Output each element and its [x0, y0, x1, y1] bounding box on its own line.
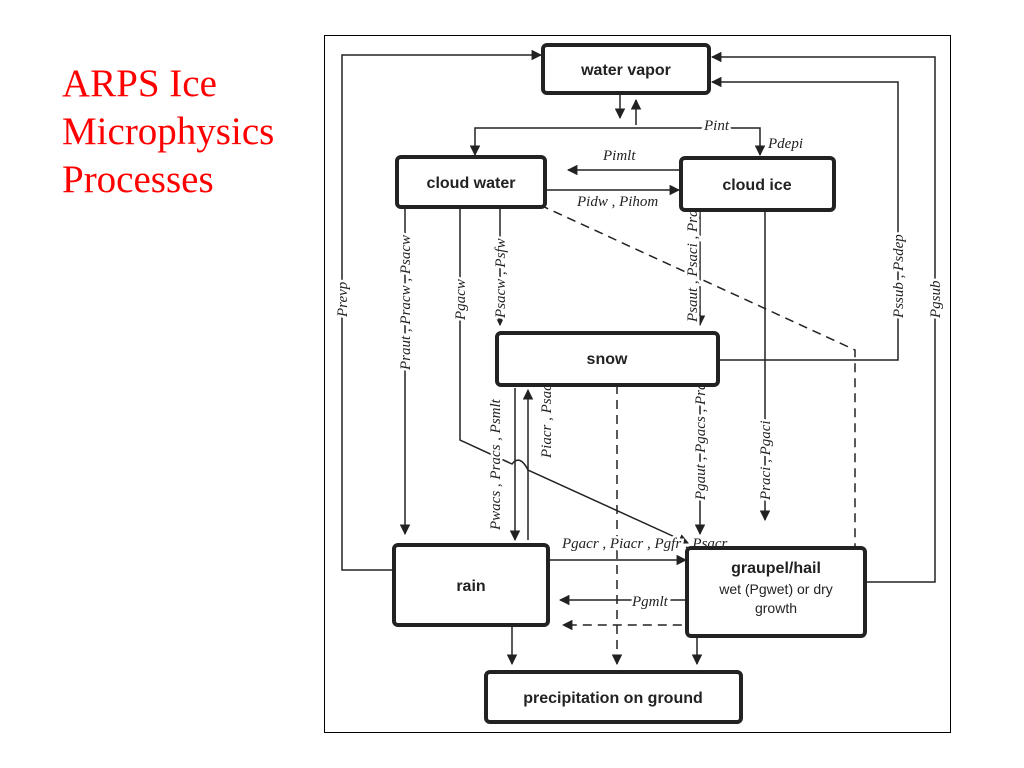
- snow-label: snow: [587, 351, 628, 368]
- rain-label: rain: [456, 578, 485, 595]
- arrow-pint-to-cloudice: [478, 127, 766, 157]
- title-line-1: ARPS Ice: [62, 62, 217, 105]
- title-line-3: Processes: [62, 158, 214, 201]
- arrow-graupel-to-vapor: [710, 51, 936, 583]
- arrow-rain-to-vapor: [341, 49, 543, 571]
- title-line-2: Microphysics: [62, 110, 275, 153]
- label-piacr-psacr: Piacr , Psacr: [539, 378, 555, 459]
- node-rain: rain: [392, 543, 550, 627]
- label-pdepi: Pdepi: [767, 136, 803, 152]
- node-water-vapor: water vapor: [541, 43, 711, 95]
- label-pint: Pint: [703, 118, 730, 134]
- graupel-hail-label: graupel/hail: [731, 560, 821, 577]
- label-pgacw: Pgacw: [453, 279, 469, 321]
- cloud-ice-label: cloud ice: [722, 177, 791, 194]
- precip-label: precipitation on ground: [523, 690, 703, 707]
- connectors: [341, 49, 936, 666]
- label-prevp: Prevp: [335, 281, 351, 318]
- node-cloud-ice: cloud ice: [679, 156, 836, 212]
- label-pgsub: Pgsub: [928, 280, 944, 319]
- label-pimlt: Pimlt: [602, 148, 636, 164]
- cloud-water-label: cloud water: [427, 175, 516, 192]
- node-snow: snow: [495, 331, 720, 387]
- water-vapor-label: water vapor: [580, 62, 671, 79]
- label-praci-pgaci: Praci , Pgaci: [758, 420, 774, 501]
- arrow-pint-to-cloudwater: [469, 127, 481, 157]
- graupel-sub-line-2: growth: [755, 600, 797, 616]
- label-pgaut-pgacs-pracs: Pgaut , Pgacs , Pracs: [693, 370, 709, 501]
- arrow-snow-to-vapor: [710, 76, 899, 361]
- node-precipitation: precipitation on ground: [484, 670, 743, 724]
- label-pgmlt: Pgmlt: [631, 594, 669, 610]
- slide-title: ARPS Ice Microphysics Processes: [62, 60, 312, 204]
- node-graupel-hail: graupel/hail wet (Pgwet) or dry growth: [685, 546, 867, 638]
- label-psacw-psfw: Psacw , Psfw: [493, 238, 509, 319]
- label-praut-pracw-psacw: Praut , Pracw , Psacw: [398, 235, 414, 371]
- label-pidw-pihom: Pidw , Pihom: [576, 194, 658, 210]
- graupel-sub-line-1: wet (Pgwet) or dry: [718, 581, 833, 597]
- node-cloud-water: cloud water: [395, 155, 547, 209]
- label-pwacs-pracs-psmlt: Pwacs , Pracs , Psmlt: [488, 398, 504, 531]
- label-pssub-psdep: Pssub , Psdep: [891, 234, 907, 319]
